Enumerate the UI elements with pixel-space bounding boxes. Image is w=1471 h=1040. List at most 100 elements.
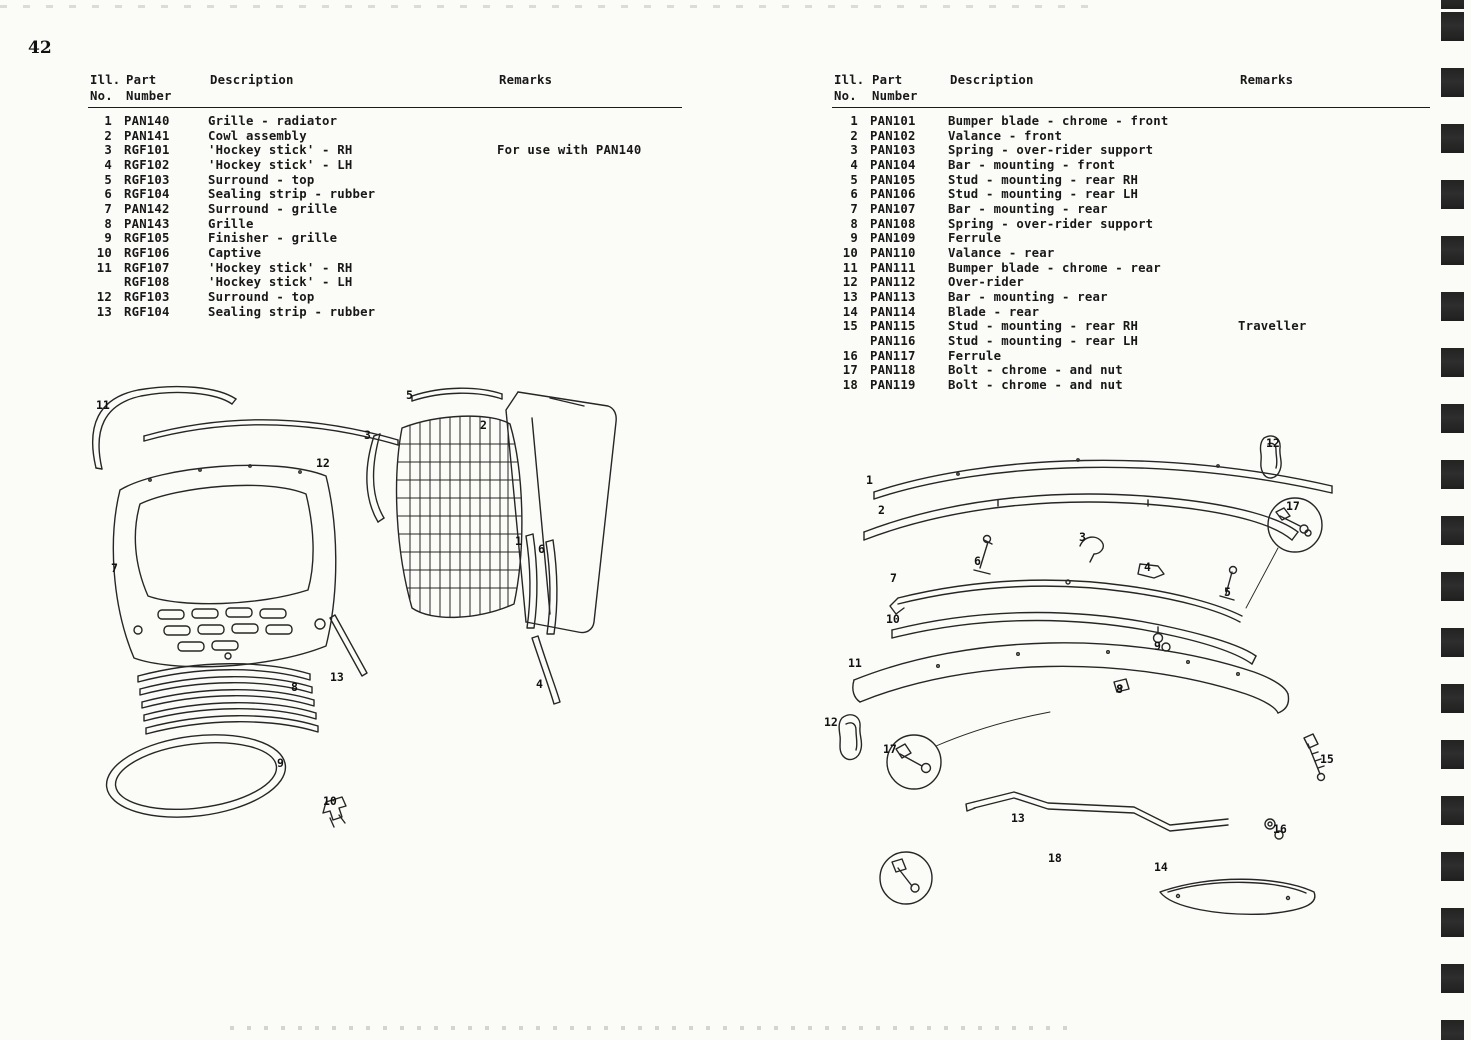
callout-number: 5 (1224, 585, 1231, 599)
remarks-cell (1238, 187, 1432, 202)
table-row: 10 RGF106 Captive (88, 246, 683, 261)
table-row: 1 PAN101 Bumper blade - chrome - front (832, 114, 1432, 129)
header-number: Number (872, 89, 918, 103)
callout-number: 4 (536, 677, 543, 691)
description-cell: 'Hockey stick' - LH (208, 275, 353, 290)
remarks-cell (1238, 246, 1432, 261)
remarks-cell (1238, 305, 1432, 320)
remarks-cell (1238, 261, 1432, 276)
bumper-diagram-art (838, 435, 1333, 915)
table-row: 9 RGF105 Finisher - grille (88, 231, 683, 246)
ill-no-cell: 10 (842, 245, 858, 260)
description-cell: 'Hockey stick' - RH (208, 143, 353, 158)
over-rider-spring (1079, 536, 1104, 563)
remarks-cell (1238, 158, 1432, 173)
callout-number: 12 (316, 456, 330, 470)
callout-number: 10 (886, 612, 900, 626)
header-description: Description (950, 73, 1034, 87)
callout-number: 13 (330, 670, 344, 684)
part-number-cell: RGF103 (124, 172, 170, 187)
mounting-stud-lh (973, 534, 993, 575)
mounting-bar (889, 579, 1243, 623)
callout-number: 14 (1154, 860, 1168, 874)
table-row: 13 PAN113 Bar - mounting - rear (832, 290, 1432, 305)
table-row: 7 PAN142 Surround - grille (88, 202, 683, 217)
description-cell: Bar - mounting - front (948, 157, 1116, 172)
header-number: Number (126, 89, 172, 103)
part-number-cell: PAN102 (870, 128, 916, 143)
callout-number: 9 (1154, 639, 1161, 653)
table-row: 11 PAN111 Bumper blade - chrome - rear (832, 261, 1432, 276)
table-row: 11 RGF107 'Hockey stick' - RH (88, 261, 683, 276)
bumper-parts-table-body: 1 PAN101 Bumper blade - chrome - front 2… (832, 114, 1432, 392)
front-mounting-bracket (1137, 563, 1165, 579)
table-row: 15 PAN115 Stud - mounting - rear RH Trav… (832, 319, 1432, 334)
part-number-cell: PAN108 (870, 216, 916, 231)
table-row: 8 PAN108 Spring - over-rider support (832, 217, 1432, 232)
description-cell: Stud - mounting - rear LH (948, 187, 1139, 202)
part-number-cell: PAN101 (870, 114, 916, 128)
hockey-stick-strip (92, 385, 237, 470)
part-number-cell: PAN140 (124, 114, 170, 128)
description-cell: Sealing strip - rubber (208, 304, 376, 319)
part-number-cell: PAN104 (870, 157, 916, 172)
part-number-cell: PAN103 (870, 143, 916, 158)
ill-no-cell: 15 (842, 319, 858, 334)
ill-no-cell: 11 (842, 260, 858, 275)
table-row: 5 PAN105 Stud - mounting - rear RH (832, 173, 1432, 188)
part-number-cell: PAN117 (870, 348, 916, 363)
description-cell: 'Hockey stick' - LH (208, 157, 353, 172)
header-part: Part (872, 73, 903, 87)
description-cell: Finisher - grille (208, 231, 338, 246)
ill-no-cell: 2 (850, 128, 858, 143)
callout-number: 11 (96, 398, 110, 412)
callout-number: 17 (1286, 499, 1300, 513)
ill-no-cell: 18 (842, 377, 858, 392)
table-row: 4 PAN104 Bar - mounting - front (832, 158, 1432, 173)
part-number-cell: PAN118 (870, 363, 916, 378)
part-number-cell: PAN143 (124, 216, 170, 231)
part-number-cell: PAN142 (124, 201, 170, 216)
remarks-cell (497, 187, 683, 202)
table-row: 1 PAN140 Grille - radiator (88, 114, 683, 129)
grille-diagram-art (92, 385, 617, 828)
bumper-parts-table-header: Ill. Part Description Remarks No. Number (832, 72, 1432, 104)
hockey-stick-small (366, 433, 385, 523)
grille-parts-table-body: 1 PAN140 Grille - radiator 2 PAN141 Cowl… (88, 114, 683, 319)
remarks-cell: Traveller (1238, 319, 1307, 334)
remarks-cell (497, 231, 683, 246)
rear-mounting-bar (965, 791, 1229, 832)
left-table-rule (88, 107, 682, 108)
remarks-cell (497, 246, 683, 261)
cowl-assembly-panel (505, 391, 617, 634)
part-number-cell: PAN141 (124, 128, 170, 143)
bolt-detail-top-right (1245, 497, 1323, 609)
spring-clip (1113, 678, 1130, 693)
table-row: 12 RGF103 Surround - top (88, 290, 683, 305)
part-number-cell: PAN116 (870, 333, 916, 348)
description-cell: Ferrule (948, 348, 1002, 363)
scan-noise-bottom (230, 1026, 1080, 1030)
description-cell: Bar - mounting - rear (948, 289, 1108, 304)
ill-no-cell: 6 (850, 187, 858, 202)
bumper-parts-table: 1 PAN101 Bumper blade - chrome - front 2… (832, 114, 1432, 392)
remarks-cell (1238, 231, 1432, 246)
table-row: 18 PAN119 Bolt - chrome - and nut (832, 378, 1432, 393)
ill-no-cell: 9 (850, 231, 858, 246)
callout-number: 2 (878, 503, 885, 517)
description-cell: Ferrule (948, 231, 1002, 246)
ill-no-cell: 7 (104, 201, 112, 216)
table-row: 13 RGF104 Sealing strip - rubber (88, 305, 683, 320)
description-cell: Cowl assembly (208, 128, 307, 143)
ill-no-cell: 5 (104, 172, 112, 187)
valance-rear (891, 611, 1257, 665)
grille-louvres (137, 663, 319, 735)
sealing-strip-rod (531, 635, 561, 705)
header-no: No. (90, 89, 113, 103)
description-cell: Valance - rear (948, 245, 1055, 260)
bumper-blade-rear (852, 642, 1290, 714)
callout-number: 7 (111, 561, 118, 575)
remarks-cell (1238, 290, 1432, 305)
remarks-cell (497, 158, 683, 173)
